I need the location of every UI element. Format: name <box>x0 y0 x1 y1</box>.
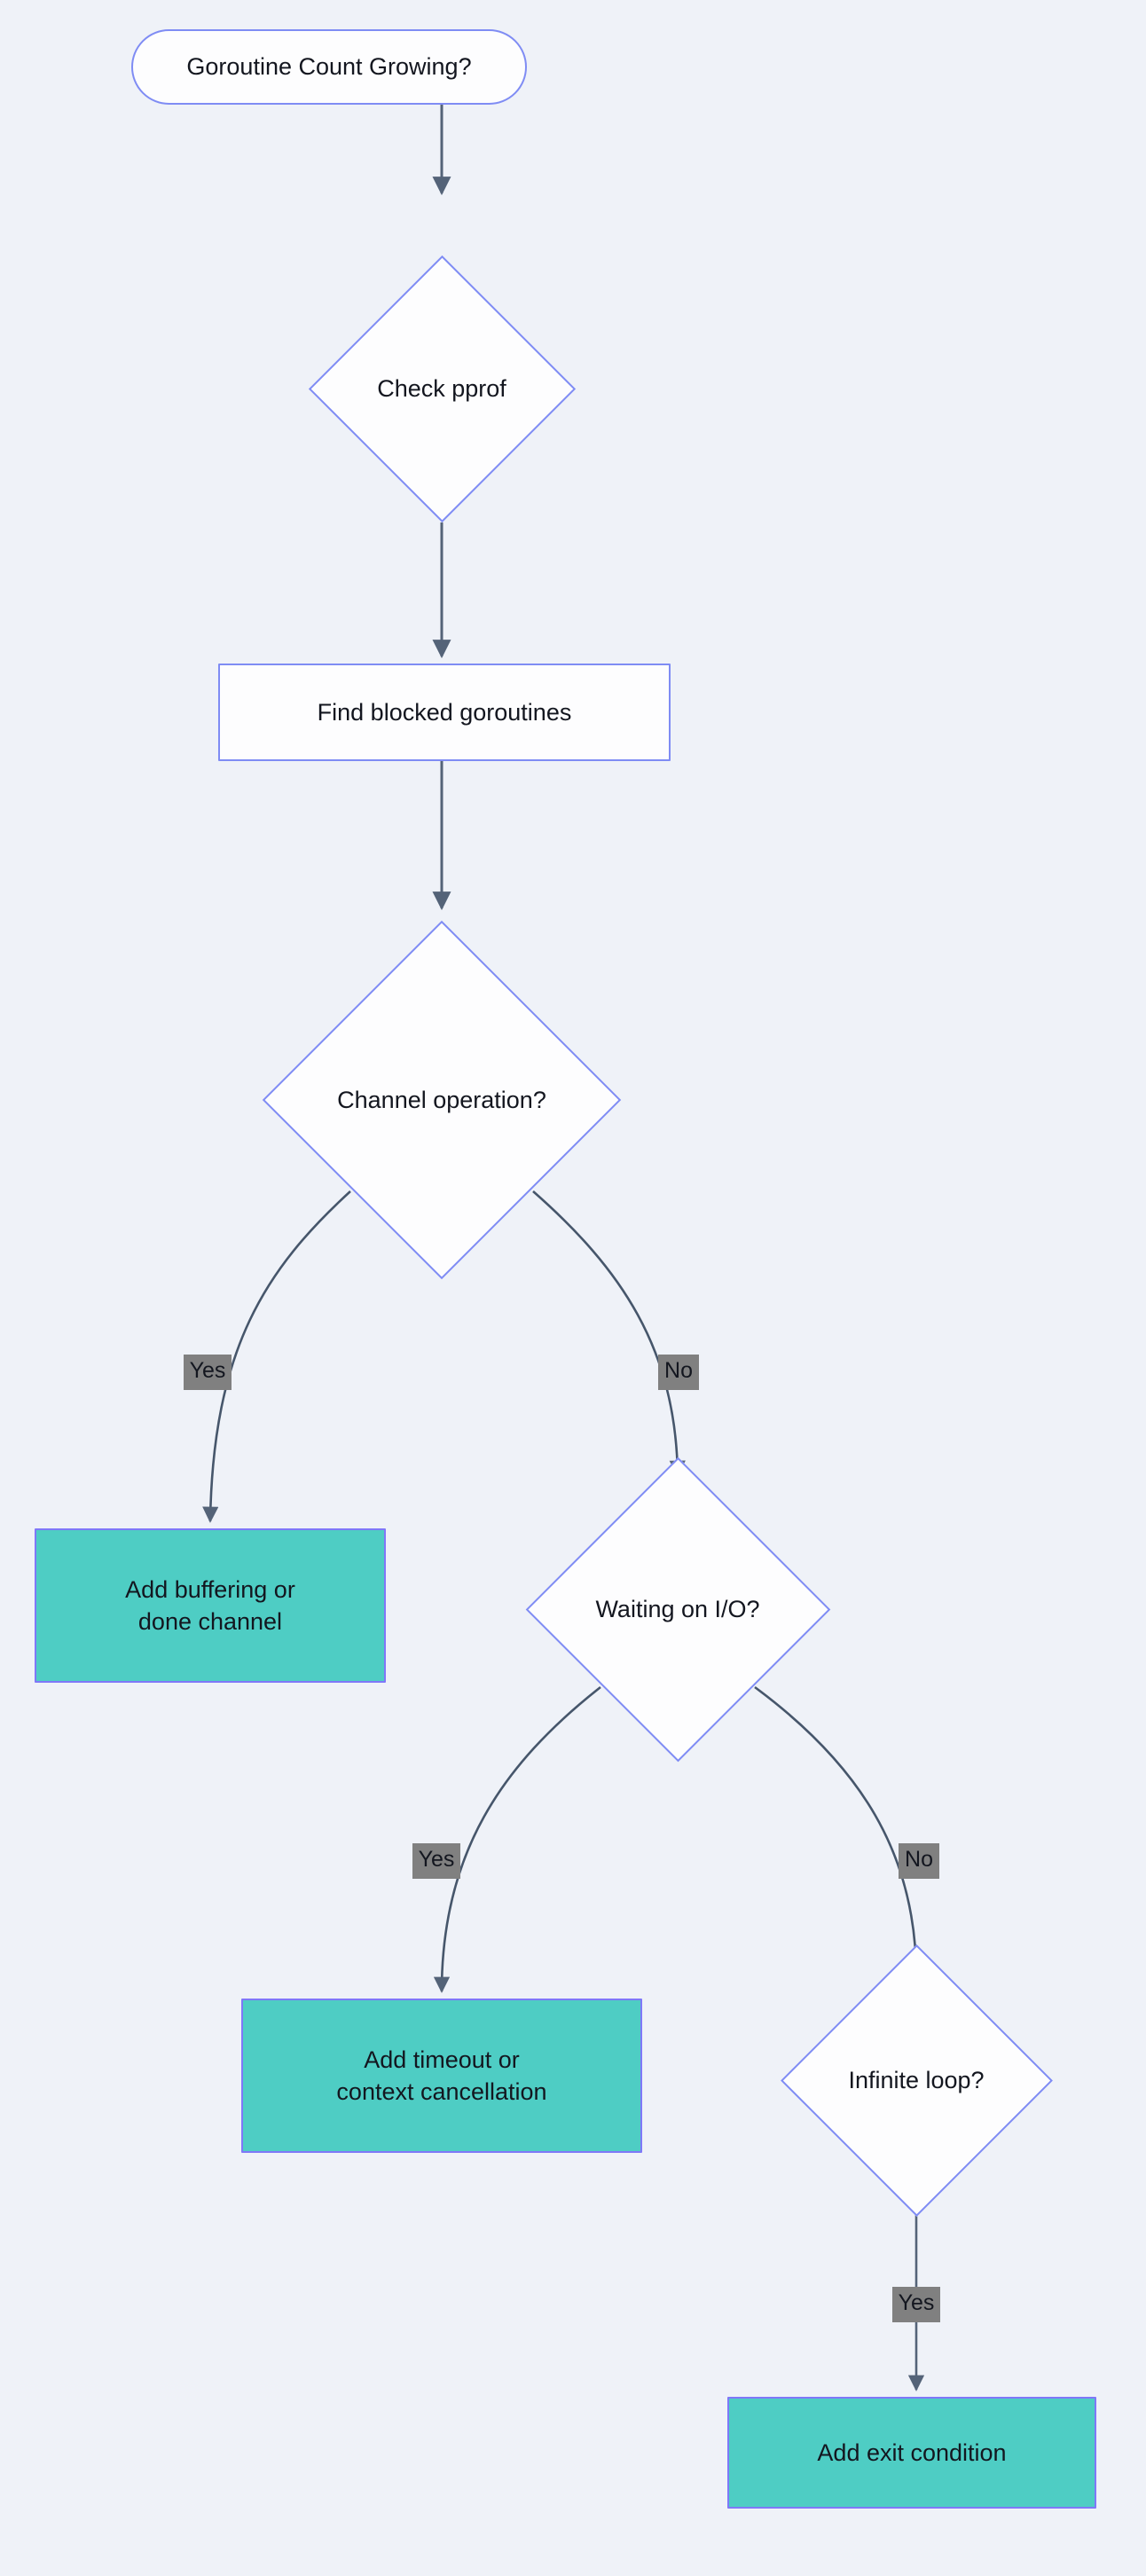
edge-label-infinite-loop-yes: Yes <box>892 2287 940 2322</box>
node-check-pprof[interactable]: Check pprof <box>308 255 576 522</box>
edge-label-waiting-io-yes: Yes <box>412 1843 460 1879</box>
node-goroutine-count-growing[interactable]: Goroutine Count Growing? <box>131 29 527 105</box>
edge-label-channel-op-no: No <box>658 1355 699 1390</box>
node-add-buffering-or-done-channel[interactable]: Add buffering or done channel <box>35 1528 386 1683</box>
node-label: Channel operation? <box>337 1086 546 1113</box>
node-label: Infinite loop? <box>848 2066 985 2093</box>
node-label: Add buffering or done channel <box>125 1575 295 1635</box>
node-add-timeout-or-context-cancellation[interactable]: Add timeout or context cancellation <box>241 1999 642 2153</box>
node-label: Waiting on I/O? <box>595 1595 760 1622</box>
node-label: Add timeout or context cancellation <box>336 2046 547 2105</box>
node-waiting-on-io[interactable]: Waiting on I/O? <box>525 1457 830 1762</box>
node-add-exit-condition[interactable]: Add exit condition <box>727 2397 1096 2509</box>
node-channel-operation[interactable]: Channel operation? <box>262 920 622 1280</box>
edge-label-channel-op-yes: Yes <box>184 1355 232 1390</box>
node-label: Goroutine Count Growing? <box>186 53 472 81</box>
edge-label-waiting-io-no: No <box>899 1843 939 1879</box>
node-label: Find blocked goroutines <box>317 698 572 726</box>
edge-channel-op-no-to-waiting-io <box>532 1190 686 1477</box>
node-find-blocked-goroutines[interactable]: Find blocked goroutines <box>218 664 671 761</box>
edge-waiting-io-no-to-infinite-loop <box>754 1685 925 1978</box>
edge-waiting-io-yes-to-add-timeout <box>433 1685 601 1993</box>
node-infinite-loop[interactable]: Infinite loop? <box>780 1944 1053 2217</box>
node-label: Add exit condition <box>817 2439 1007 2466</box>
node-label: Check pprof <box>377 374 506 402</box>
